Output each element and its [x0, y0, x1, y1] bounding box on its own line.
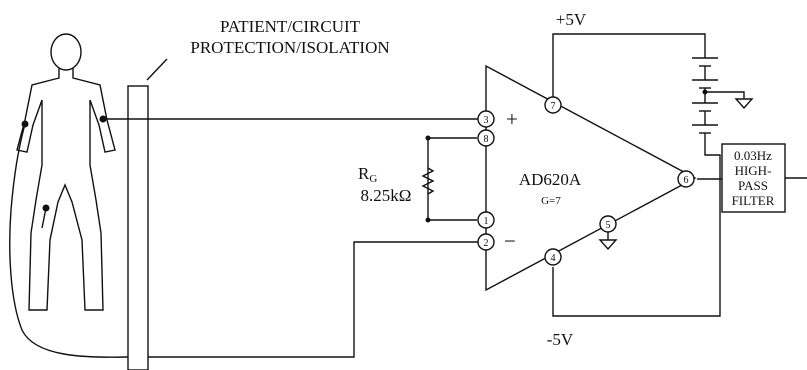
ground-symbol-top	[734, 98, 754, 110]
supply-positive-label: +5V	[556, 10, 587, 29]
electrode-right-arm	[99, 115, 107, 123]
pin-8-circle	[477, 129, 495, 147]
filter-label-line3: PASS	[738, 178, 768, 193]
gain-resistor	[421, 167, 435, 195]
resistor-value: 8.25kΩ	[361, 186, 412, 205]
resistor-label: RG	[358, 164, 377, 185]
electrode-lead	[9, 123, 129, 358]
pin-3-circle	[477, 110, 495, 128]
resistor-subscript: G	[369, 173, 377, 185]
pin-7-label: 7	[551, 101, 556, 112]
protection-label-line1: PATIENT/CIRCUIT	[220, 17, 361, 36]
ground-wire	[705, 91, 745, 99]
pin-1-label: 1	[484, 216, 489, 227]
wire-positive-supply	[552, 33, 706, 98]
pin-6-label: 6	[684, 175, 689, 186]
minus-sign: −	[504, 229, 516, 253]
pin-8-label: 8	[484, 134, 489, 145]
battery-positive	[692, 48, 718, 103]
pin-5-circle	[599, 215, 617, 233]
amp-name: AD620A	[519, 170, 582, 189]
resistor-symbol: R	[358, 164, 370, 183]
pin-1-circle	[477, 211, 495, 229]
pin-7-circle	[544, 96, 562, 114]
ground-symbol-ref	[598, 239, 618, 251]
wire-negative-input	[148, 241, 478, 358]
pin-3-label: 3	[484, 115, 489, 126]
pin-2-circle	[477, 233, 495, 251]
electrode-leg	[42, 204, 50, 212]
filter-label-line1: 0.03Hz	[734, 148, 772, 163]
pin-4-circle	[544, 248, 562, 266]
patient-figure	[16, 33, 116, 311]
pin-4-label: 4	[551, 253, 556, 264]
isolation-barrier	[127, 85, 149, 370]
pin-6-circle	[677, 170, 695, 188]
filter-label-line2: HIGH-	[735, 163, 772, 178]
plus-sign: +	[506, 107, 518, 131]
pointer-arrow	[146, 58, 168, 81]
pin-5-label: 5	[606, 220, 611, 231]
filter-label-line4: FILTER	[732, 193, 775, 208]
pin-2-label: 2	[484, 238, 489, 249]
battery-negative	[692, 102, 718, 134]
electrode-left-arm	[21, 120, 29, 128]
amplifier-triangle	[485, 64, 697, 292]
supply-negative-label: -5V	[547, 330, 574, 349]
protection-label-line2: PROTECTION/ISOLATION	[190, 38, 389, 57]
amp-gain: G=7	[541, 195, 561, 207]
